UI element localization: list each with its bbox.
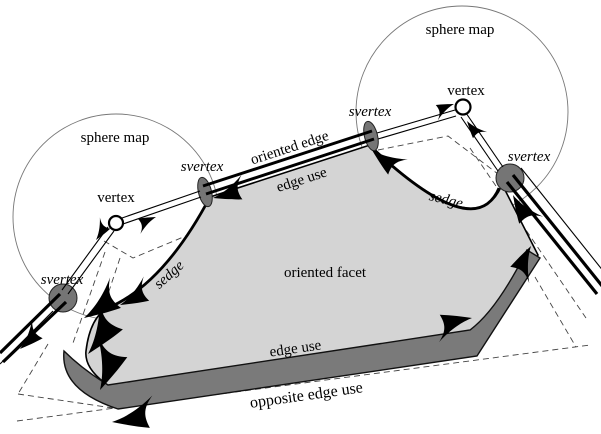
dashed-left-wedge-edge <box>17 343 49 395</box>
sphere-map-label-right: sphere map <box>426 22 495 38</box>
edge-use-arrow <box>120 276 150 305</box>
oriented-edge-right-thin <box>520 167 601 270</box>
edge-use-arrow <box>213 174 243 200</box>
edge-arrow <box>20 319 43 349</box>
use-line-left-up-2 <box>122 196 202 225</box>
dashed-left-wedge-bottom <box>17 393 114 409</box>
edge-use-fan-arrow <box>88 301 123 354</box>
opposite-edge-use-arrow <box>112 395 153 428</box>
vertex-dot-left <box>107 214 125 232</box>
use-line-left-up-1 <box>121 190 201 219</box>
use-line-left-down-2 <box>67 230 115 295</box>
oriented-edge-left-line-1 <box>0 292 62 355</box>
dashed-bottom-right <box>534 276 577 348</box>
vertex-label-right: vertex <box>447 83 485 99</box>
sphere-map-label-left: sphere map <box>81 130 150 146</box>
oriented-edge-right-line-2 <box>505 180 599 296</box>
edge-use-arrow <box>439 314 472 343</box>
use-line-left-down-1 <box>61 226 109 291</box>
vertex-dot-right <box>454 98 472 116</box>
sedge-arc-left <box>107 196 212 310</box>
direction-arrow <box>137 217 156 234</box>
direction-arrow <box>467 121 488 139</box>
oriented-edge-right-line-1 <box>511 173 601 288</box>
edge-use-fan-arrow <box>97 336 128 390</box>
svertex-label-right-upper: svertex <box>349 104 392 120</box>
dashed-bottom-long <box>16 344 591 422</box>
oriented-facet-label: oriented facet <box>284 265 367 281</box>
vertex-label-left: vertex <box>97 190 135 206</box>
dashed-right-parallel <box>469 147 587 319</box>
use-line-right-down-1 <box>465 112 504 168</box>
oriented-edge-left-thin <box>0 310 54 365</box>
edge-use-arrow <box>510 246 531 284</box>
edge-use-arrow <box>513 195 544 224</box>
svertex-ellipse-right <box>363 120 379 152</box>
edge-use-fan-arrow <box>84 277 121 318</box>
use-line-right-down-2 <box>460 116 499 172</box>
direction-arrow <box>435 104 454 121</box>
dashed-vertex-left-offset <box>103 227 206 259</box>
dashed-vertex-right-offset <box>377 135 499 175</box>
direction-arrows <box>20 104 544 428</box>
direction-arrow <box>96 217 111 240</box>
sedge-arc-right <box>369 144 501 211</box>
dashed-left-parallel-2 <box>89 257 121 349</box>
svertex-label-right-lower: svertex <box>508 149 551 165</box>
oriented-edge-top-line-1 <box>202 129 373 188</box>
hidden-outline-dashed <box>16 135 591 422</box>
edge-use-label-bottom: edge use <box>269 337 323 360</box>
svertex-label-left-upper: svertex <box>181 159 224 175</box>
edge-use-arrow <box>372 150 408 175</box>
use-line-right-left-2 <box>377 115 457 140</box>
dashed-left-parallel-1 <box>72 251 106 344</box>
svertex-label-left-lower: svertex <box>41 272 84 288</box>
svertex-circle-right <box>495 163 525 193</box>
